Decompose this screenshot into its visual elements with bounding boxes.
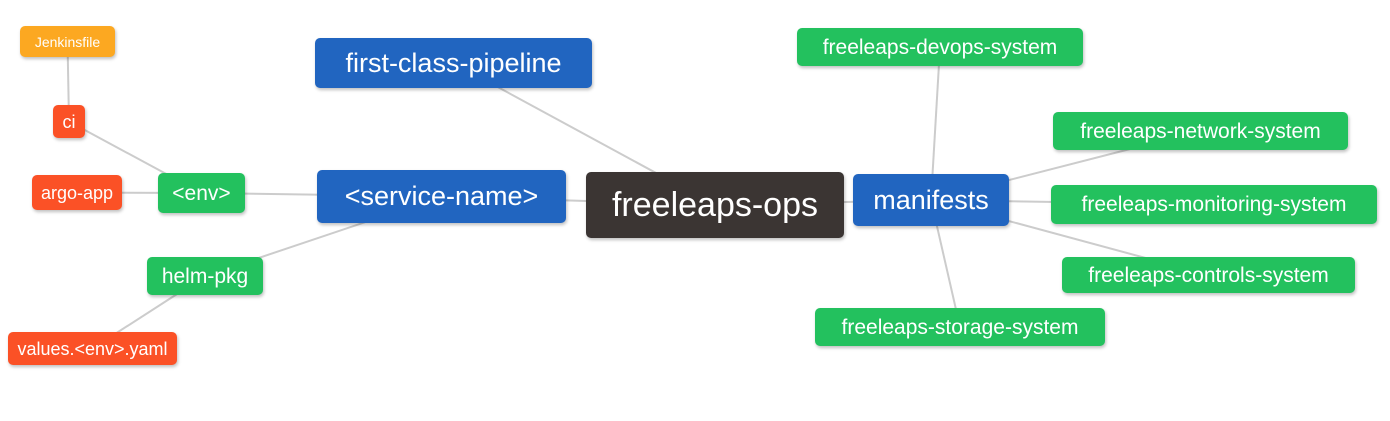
node-label: freeleaps-ops: [611, 186, 818, 224]
node-label: freeleaps-storage-system: [841, 315, 1079, 339]
node-label: <env>: [172, 181, 231, 205]
node-monitoring-system[interactable]: freeleaps-monitoring-system: [1051, 185, 1377, 224]
node-jenkinsfile[interactable]: Jenkinsfile: [20, 26, 115, 57]
node-env[interactable]: <env>: [158, 173, 245, 213]
node-argo-app[interactable]: argo-app: [32, 175, 122, 210]
node-label: Jenkinsfile: [34, 33, 101, 50]
node-label: freeleaps-devops-system: [822, 35, 1058, 59]
node-label: freeleaps-monitoring-system: [1081, 193, 1347, 216]
node-label: <service-name>: [344, 181, 539, 211]
node-devops-system[interactable]: freeleaps-devops-system: [797, 28, 1083, 66]
node-label: helm-pkg: [161, 264, 249, 288]
node-label: manifests: [873, 184, 989, 215]
node-first-class-pipeline[interactable]: first-class-pipeline: [315, 38, 592, 88]
node-values-env-yaml[interactable]: values.<env>.yaml: [8, 332, 177, 365]
node-label: ci: [62, 111, 76, 132]
node-helm-pkg[interactable]: helm-pkg: [147, 257, 263, 295]
node-ci[interactable]: ci: [53, 105, 85, 138]
node-label: first-class-pipeline: [345, 47, 562, 78]
node-freeleaps-ops[interactable]: freeleaps-ops: [586, 172, 844, 238]
node-label: values.<env>.yaml: [17, 338, 168, 359]
node-service-name[interactable]: <service-name>: [317, 170, 566, 223]
node-manifests[interactable]: manifests: [853, 174, 1009, 226]
node-controls-system[interactable]: freeleaps-controls-system: [1062, 257, 1355, 293]
node-storage-system[interactable]: freeleaps-storage-system: [815, 308, 1105, 346]
node-network-system[interactable]: freeleaps-network-system: [1053, 112, 1348, 150]
node-label: argo-app: [40, 182, 114, 203]
node-label: freeleaps-controls-system: [1088, 263, 1329, 287]
node-label: freeleaps-network-system: [1080, 119, 1321, 143]
